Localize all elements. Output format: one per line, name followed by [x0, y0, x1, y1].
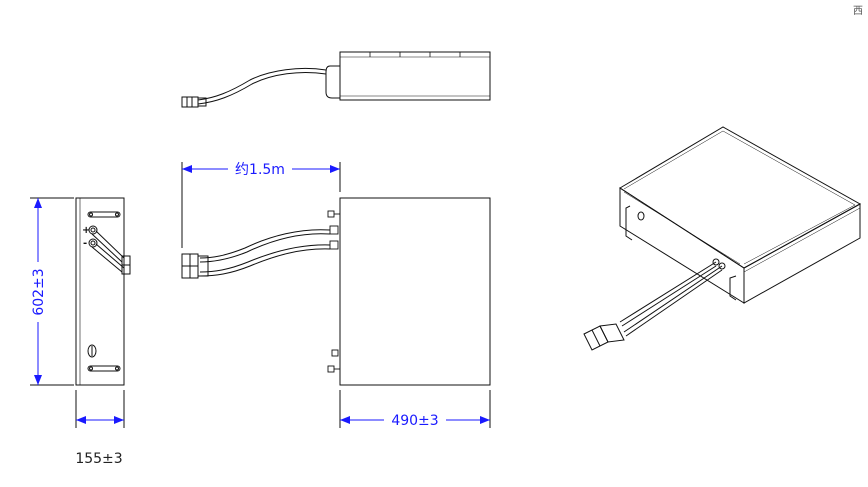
- positive-terminal: [88, 225, 98, 235]
- iso-cable: [619, 261, 717, 323]
- dimension-arrows: [34, 165, 490, 424]
- depth-label: 155±3: [75, 451, 122, 467]
- front-view-body: [339, 197, 491, 386]
- height-label: 602±3: [31, 268, 47, 315]
- side-view-handle-bottom: [87, 365, 121, 372]
- cable-length-label: 约1.5m: [235, 162, 285, 178]
- vent-plug: [87, 344, 97, 358]
- dimensions: [30, 162, 491, 428]
- plus-sign: +: [82, 225, 90, 236]
- top-view-connector: [181, 96, 199, 108]
- corner-mark: 西: [853, 6, 863, 17]
- top-view-body: [339, 51, 491, 101]
- iso-top-face: [619, 126, 862, 269]
- isometric-view: [583, 126, 862, 351]
- iso-left-face: [619, 187, 745, 304]
- side-view: [75, 197, 131, 386]
- width-label: 490±3: [391, 413, 438, 429]
- iso-handle-right: [729, 275, 737, 301]
- iso-handle-left: [625, 205, 633, 241]
- minus-sign: -: [83, 238, 87, 249]
- negative-terminal: [88, 238, 98, 248]
- top-view-cable: [197, 67, 327, 101]
- side-view-body: [75, 197, 125, 386]
- top-view: [181, 51, 491, 108]
- front-view: [181, 197, 491, 386]
- iso-right-face: [743, 203, 861, 304]
- top-view-handle: [325, 65, 340, 99]
- front-view-cable: [199, 229, 331, 259]
- side-view-handle-top: [87, 211, 121, 218]
